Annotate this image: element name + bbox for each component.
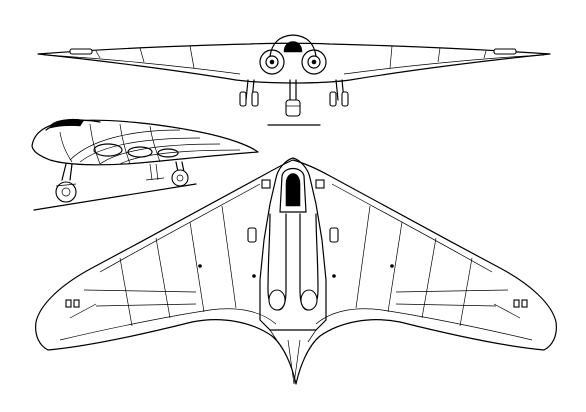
side-view-main-gear <box>145 161 189 187</box>
top-view-canopy <box>285 173 301 207</box>
front-view-right-engine <box>301 49 327 75</box>
side-view-nose-gear <box>55 163 77 203</box>
top-view-wing-planform <box>35 159 557 385</box>
side-view-ground-line <box>33 183 197 211</box>
front-view-left-engine <box>259 49 285 75</box>
top-view-wingtip-markers <box>65 299 528 319</box>
top-view-engine-ducts <box>267 213 319 311</box>
side-view-nacelles <box>93 143 179 158</box>
side-view-wing-profile <box>31 119 259 166</box>
side-view <box>31 118 259 211</box>
front-view-landing-gear <box>239 79 349 117</box>
top-view <box>35 157 557 385</box>
side-view-canopy <box>49 118 85 129</box>
top-view-fuselage <box>259 157 327 331</box>
front-view <box>37 34 551 126</box>
front-view-canopy <box>283 41 303 53</box>
front-view-wing <box>37 42 551 84</box>
top-view-panel-lines <box>83 205 509 327</box>
